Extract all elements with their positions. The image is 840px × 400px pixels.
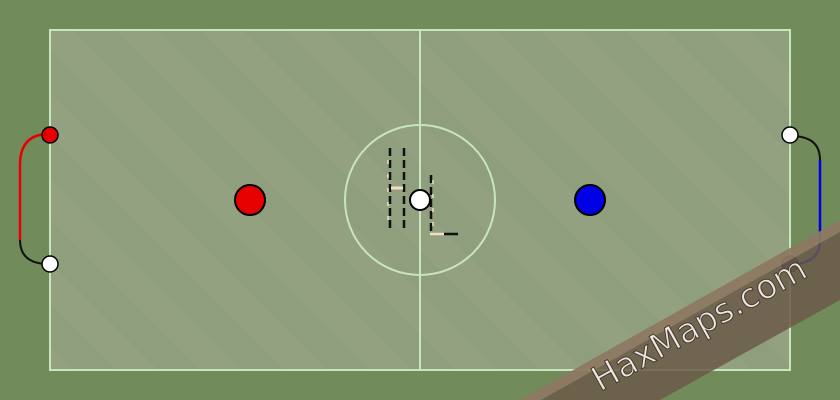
center-circle	[344, 124, 496, 276]
blue-player	[574, 184, 606, 216]
red-player	[234, 184, 266, 216]
left-goal-post-bottom	[41, 255, 59, 273]
left-goal	[18, 126, 59, 273]
ball	[409, 189, 431, 211]
center-logo: HL	[387, 148, 458, 236]
left-goal-post-top	[41, 126, 59, 144]
right-goal-post-top	[781, 126, 799, 144]
